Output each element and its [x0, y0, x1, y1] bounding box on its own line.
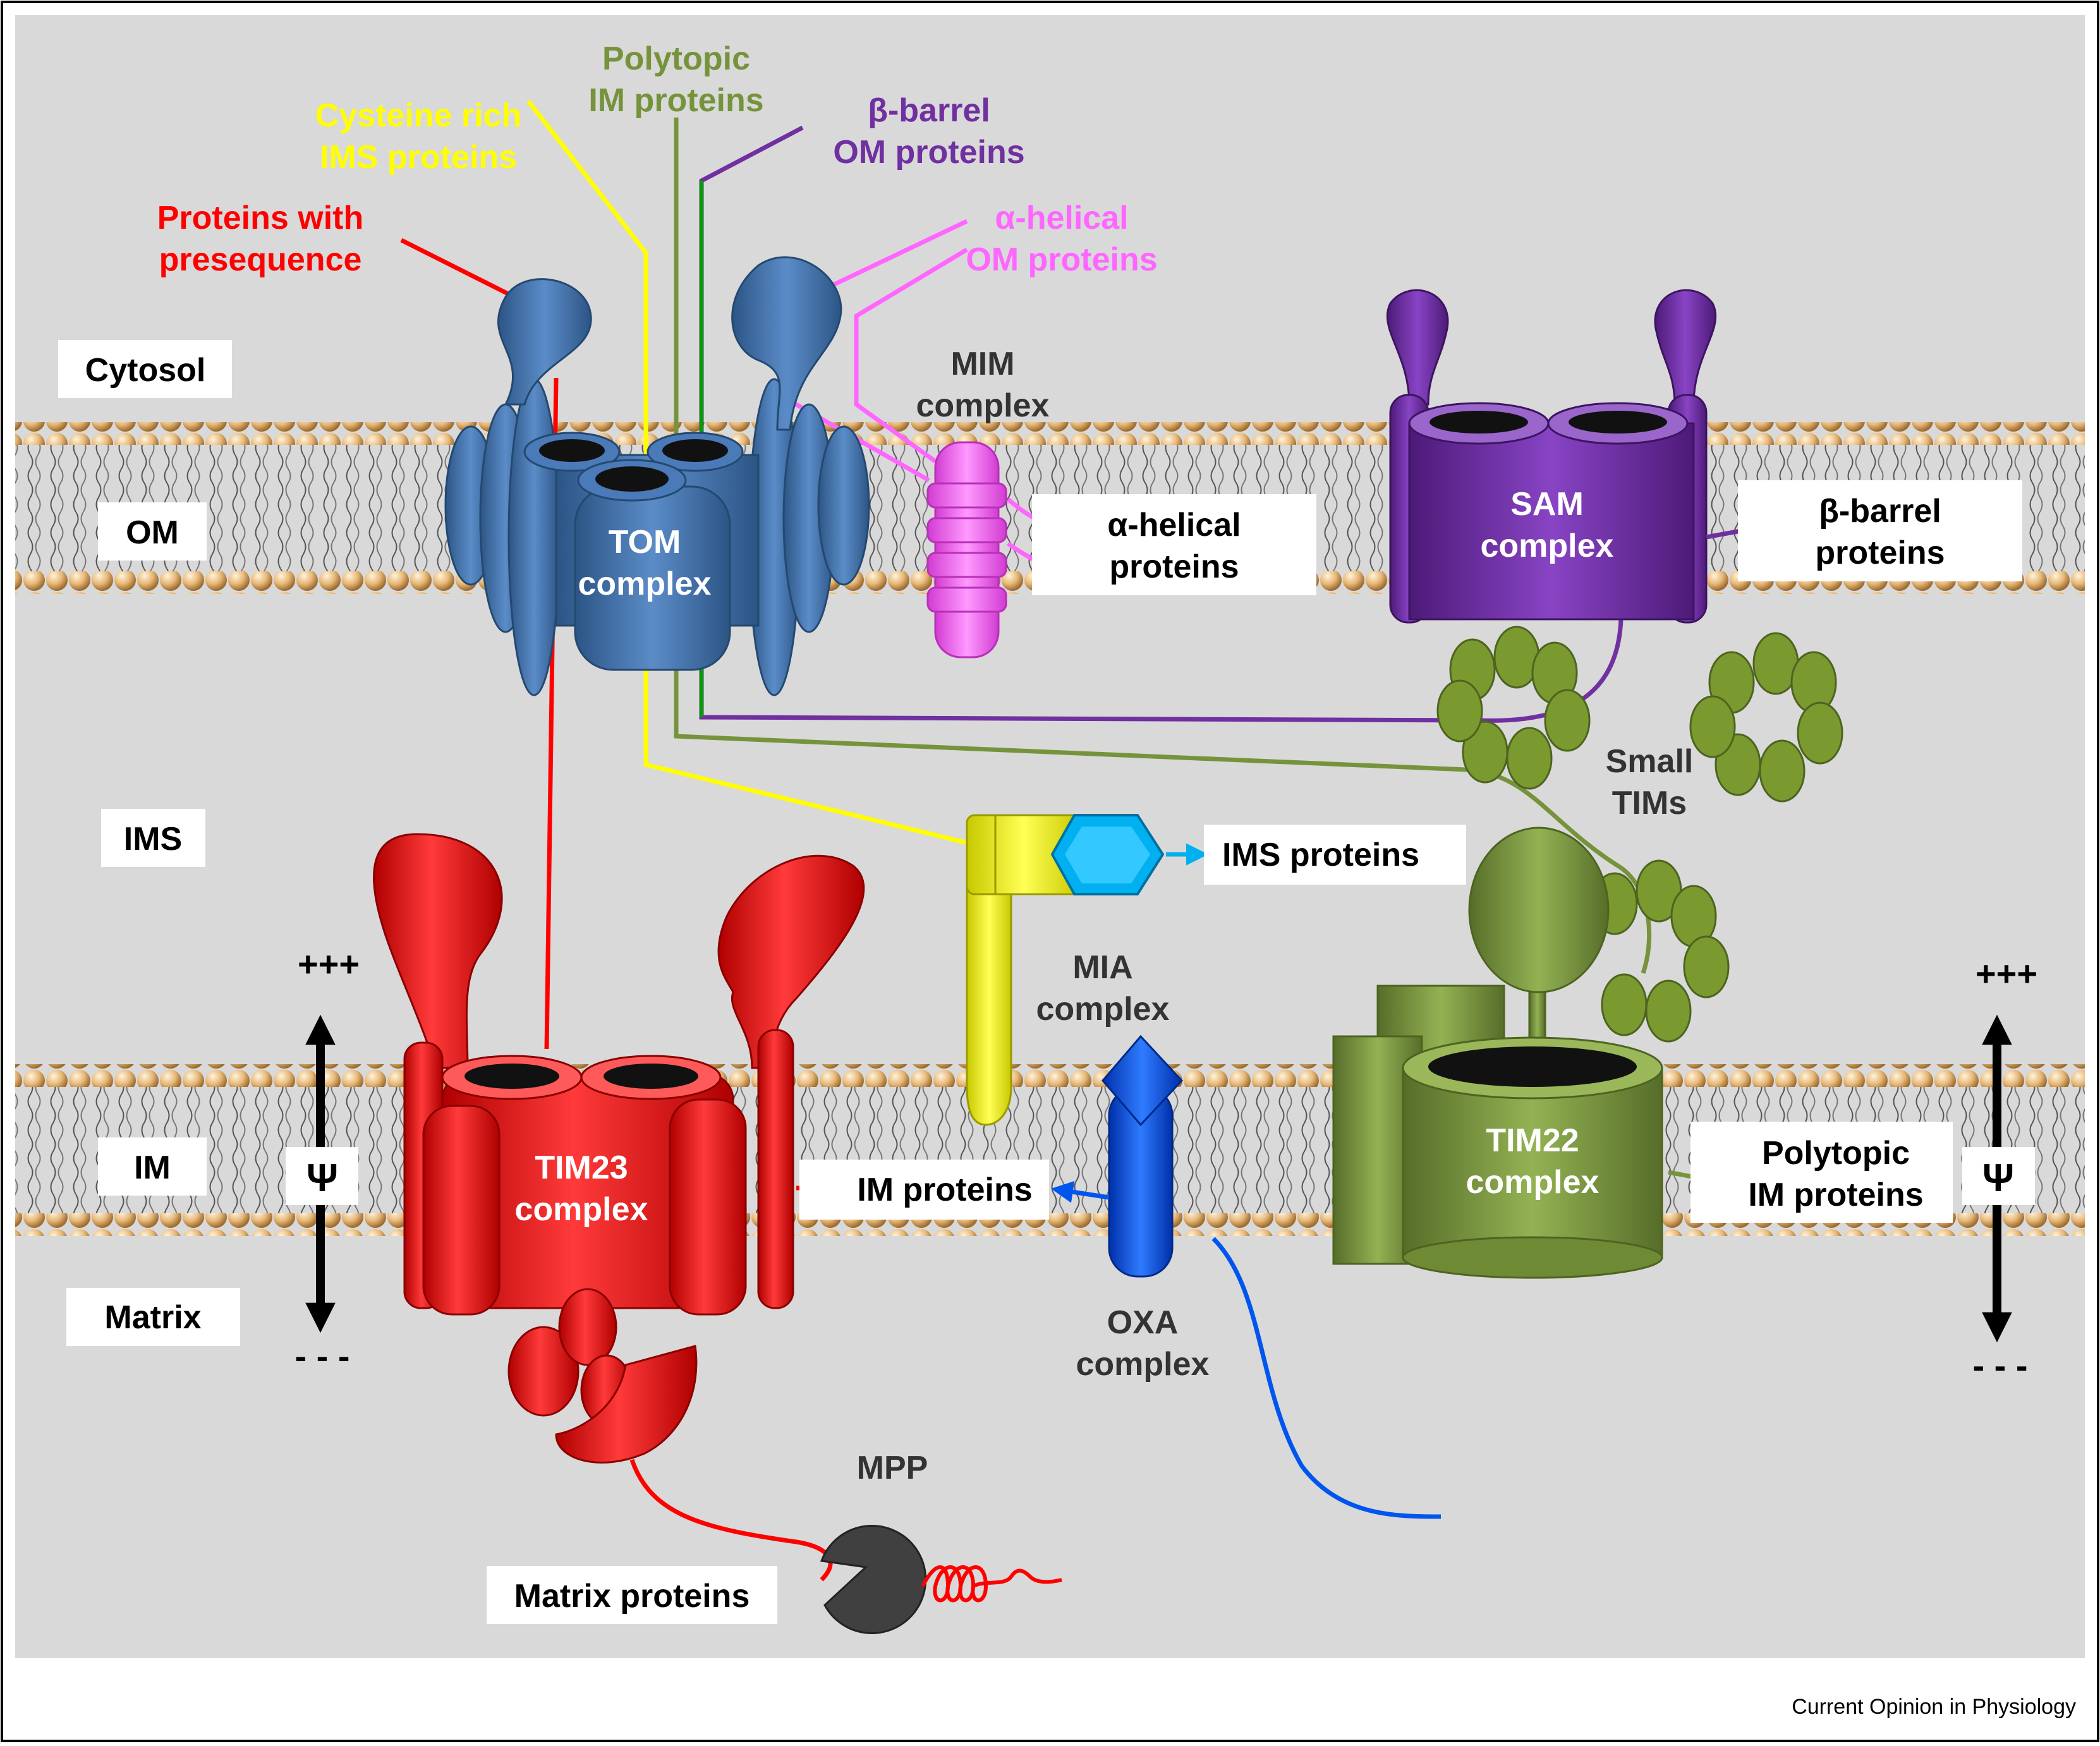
psi-symbol-right: Ψ: [1982, 1156, 2014, 1200]
alpha-helical-label-line1: α-helical: [995, 200, 1128, 236]
tim22-label-line2: complex: [1466, 1164, 1599, 1201]
tim22-label-line1: TIM22: [1486, 1122, 1579, 1159]
alpha-helical-line-1: [833, 219, 968, 287]
sam-label-line1: SAM: [1510, 486, 1584, 523]
tim23-label-line2: complex: [515, 1191, 648, 1228]
mim-label-line1: MIM: [950, 346, 1014, 382]
minus-charge-left: - - -: [294, 1336, 349, 1376]
beta-barrel-product-line1: β-barrel: [1819, 493, 1941, 530]
alpha-helical-product-line2: proteins: [1109, 549, 1239, 585]
plus-charge-left: +++: [298, 944, 360, 984]
tim23-label-line1: TIM23: [535, 1149, 628, 1186]
ims-label: IMS: [124, 821, 182, 858]
tim22-complex-shape: [1332, 827, 1663, 1279]
mia-label-line1: MIA: [1072, 949, 1132, 986]
oxa-complex-shape: [1102, 1034, 1441, 1519]
tom-complex-shape: [444, 256, 870, 696]
mim-label-line2: complex: [916, 387, 1050, 424]
alpha-helical-label-line2: OM proteins: [966, 241, 1157, 278]
alpha-helical-line-2: [854, 247, 968, 463]
polytopic-product-line2: IM proteins: [1748, 1177, 1923, 1213]
beta-barrel-label-line2: OM proteins: [833, 134, 1024, 171]
label-boxes: [58, 340, 2035, 1624]
presequence-label-line2: presequence: [159, 241, 362, 278]
sam-label-line2: complex: [1481, 528, 1614, 564]
psi-symbol-left: Ψ: [307, 1156, 338, 1200]
plus-charge-right: +++: [1976, 954, 2037, 993]
tim23-complex-shape: [373, 833, 865, 1464]
alpha-helical-product-line1: α-helical: [1107, 507, 1241, 543]
journal-credit: Current Opinion in Physiology: [1792, 1695, 2076, 1719]
minus-charge-right: - - -: [1972, 1345, 2027, 1385]
mia-complex-shape: [966, 814, 1165, 1126]
matrix-proteins-product: Matrix proteins: [514, 1578, 750, 1615]
cysteine-label-line1: Cysteine rich: [315, 97, 522, 134]
sam-complex-shape: [1386, 289, 1717, 624]
tom-label-line2: complex: [578, 566, 712, 602]
presequence-label-line1: Proteins with: [157, 200, 363, 236]
oxa-label-line2: complex: [1076, 1346, 1210, 1383]
polytopic-label-line2: IM proteins: [588, 82, 763, 119]
polytopic-product-line1: Polytopic: [1762, 1135, 1910, 1172]
oxa-label-line1: OXA: [1107, 1304, 1179, 1341]
small-tims-label-line1: Small: [1606, 743, 1694, 780]
tom-label-line1: TOM: [609, 524, 681, 561]
mpp-label: MPP: [857, 1450, 928, 1486]
mpp-shape: [629, 1458, 1062, 1634]
presequence-line-top: [400, 238, 526, 305]
polytopic-label-line1: Polytopic: [602, 40, 750, 77]
cytosol-label: Cytosol: [85, 352, 206, 389]
small-tims-label-line2: TIMs: [1612, 785, 1687, 821]
mim-complex-shape: [926, 441, 1007, 658]
im-label: IM: [134, 1149, 171, 1186]
beta-barrel-label-line1: β-barrel: [868, 92, 990, 129]
cysteine-label-line2: IMS proteins: [320, 139, 517, 176]
matrix-label: Matrix: [104, 1299, 201, 1336]
text-labels: Cytosol OM IMS IM Matrix Proteins with p…: [85, 40, 2037, 1615]
om-label: OM: [126, 514, 179, 551]
ims-proteins-product: IMS proteins: [1222, 837, 1419, 873]
mia-label-line2: complex: [1036, 991, 1170, 1028]
im-proteins-product: IM proteins: [857, 1172, 1032, 1208]
beta-barrel-product-line2: proteins: [1815, 535, 1945, 571]
small-tims-shapes: [1436, 626, 1843, 1043]
